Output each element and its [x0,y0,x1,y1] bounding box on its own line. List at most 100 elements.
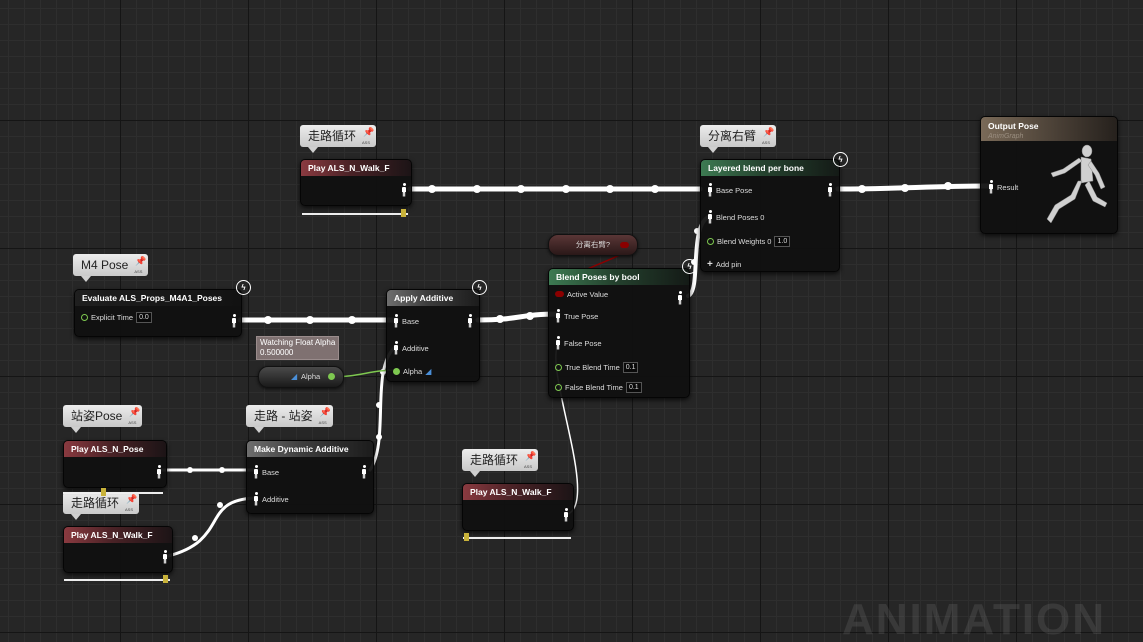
node-title: Play ALS_N_Walk_F [463,484,573,500]
node-title: Output Pose AnimGraph [981,117,1117,141]
pin-label: True Pose [564,311,599,321]
node-title: Layered blend per bone [701,160,839,176]
pushpin-icon[interactable]: 📌 [125,494,137,515]
pushpin-icon[interactable]: 📌 [319,407,331,428]
blend-weights-0-value[interactable]: 1.0 [774,235,791,247]
node-layered-blend[interactable]: Layered blend per bone Base Pose Blend P… [700,159,840,272]
binding-icon: ◢ [291,372,298,381]
comment-m4-pose[interactable]: M4 Pose 📌 [73,254,149,282]
base-pose-pin[interactable]: Base Pose [707,183,752,197]
var-label: 分离右臂? [575,240,611,249]
slider-thumb[interactable] [464,533,470,541]
add-pin-button[interactable]: + Add pin [707,257,741,271]
mannequin-icon [707,210,713,224]
node-evaluate[interactable]: Evaluate ALS_Props_M4A1_Poses Explicit T… [74,289,242,337]
comment-walk-top[interactable]: 走路循环 📌 [300,125,377,153]
base-pin[interactable]: Base [253,465,279,479]
bool-pin-icon[interactable] [620,242,629,248]
var-split-arm[interactable]: 分离右臂? [548,234,638,256]
blend-poses-0-pin[interactable]: Blend Poses 0 [707,210,764,224]
result-pin[interactable]: Result [988,180,1018,194]
watch-value: 0.500000 [260,348,294,357]
wire-walkleft-to-makedyn [166,496,257,558]
node-play-walk-left[interactable]: Play ALS_N_Walk_F [63,526,173,573]
blend-weights-0-pin[interactable]: Blend Weights 0 1.0 [707,234,791,248]
pin-label: Additive [262,494,289,504]
true-pose-pin[interactable]: True Pose [555,309,598,323]
comment-text: 走路循环 [470,453,519,467]
pin-label: Result [997,182,1019,192]
true-blend-time-pin[interactable]: True Blend Time 0.1 [555,360,639,374]
slider-thumb[interactable] [400,209,406,217]
comment-walk-stand[interactable]: 走路 - 站姿 📌 [246,405,333,433]
node-title: Play ALS_N_Pose [64,441,166,457]
false-pose-pin[interactable]: False Pose [555,336,602,350]
comment-text: 分离右臂 [708,129,757,143]
additive-pin[interactable]: Additive [393,341,429,355]
slider-thumb[interactable] [101,488,106,496]
pushpin-icon[interactable]: 📌 [134,256,146,277]
var-alpha[interactable]: ◢ Alpha [258,366,344,388]
float-pin-icon[interactable] [328,373,335,380]
output-pose-pin[interactable] [156,465,162,479]
node-play-walk-mid[interactable]: Play ALS_N_Walk_F [462,483,574,531]
mannequin-icon [253,492,259,506]
base-pin[interactable]: Base [393,314,419,328]
pin-label: Base Pose [716,185,753,195]
mannequin-icon [162,550,168,564]
output-pose-pin[interactable] [231,314,237,328]
lightning-icon: ϟ [472,280,487,295]
comment-stand-pose[interactable]: 站姿Pose 📌 [63,405,143,433]
node-title: Apply Additive [387,290,479,306]
comment-text: M4 Pose [81,258,129,272]
node-play-n-pose[interactable]: Play ALS_N_Pose [63,440,167,488]
output-pose-pin[interactable] [162,550,168,564]
false-blend-time-pin[interactable]: False Blend Time 0.1 [555,380,642,394]
alpha-pin[interactable]: Alpha ◢ [393,364,431,378]
false-blend-time-value[interactable]: 0.1 [625,381,642,393]
play-walk-top-slider[interactable] [302,209,408,217]
active-value-pin[interactable]: Active Value [555,287,608,301]
wire-layered-to-output [835,183,991,192]
binding-icon: ◢ [425,366,432,376]
float-pin-icon [393,367,400,375]
explicit-time-pin[interactable]: Explicit Time 0.0 [81,310,152,324]
output-pose-pin[interactable] [467,314,473,328]
lightning-icon: ϟ [682,259,697,274]
pushpin-icon[interactable]: 📌 [762,127,774,148]
mannequin-icon [393,341,399,355]
pin-label: Additive [402,343,429,353]
node-title: Blend Poses by bool [549,269,689,285]
node-blend-poses-bool[interactable]: Blend Poses by bool Active Value True Po… [548,268,690,398]
pushpin-icon[interactable]: 📌 [524,451,536,472]
node-title: Evaluate ALS_Props_M4A1_Poses [75,290,241,306]
play-walk-left-slider[interactable] [64,575,170,583]
pushpin-icon[interactable]: 📌 [362,127,374,148]
explicit-time-value[interactable]: 0.0 [136,311,152,323]
comment-split-arm[interactable]: 分离右臂 📌 [700,125,777,153]
node-make-dynamic-additive[interactable]: Make Dynamic Additive Base Additive [246,440,374,514]
output-pose-pin[interactable] [563,508,569,522]
play-n-pose-slider[interactable] [63,488,163,496]
float-pin-icon [555,383,562,391]
slider-thumb[interactable] [162,575,168,583]
pushpin-icon[interactable]: 📌 [128,407,140,428]
node-apply-additive[interactable]: Apply Additive Base Additive Alpha ◢ [386,289,480,382]
output-pose-title: Output Pose [988,121,1039,131]
pin-label: False Blend Time [565,382,623,392]
output-pose-pin[interactable] [361,465,367,479]
comment-walk-mid[interactable]: 走路循环 📌 [462,449,539,477]
node-play-walk-top[interactable]: Play ALS_N_Walk_F [300,159,412,206]
output-pose-pin[interactable] [401,183,407,197]
additive-pin[interactable]: Additive [253,492,289,506]
output-pose-pin[interactable] [677,291,683,305]
comment-text: 站姿Pose [71,409,123,423]
pin-label: Base [402,316,420,326]
comment-walk-left[interactable]: 走路循环 📌 [63,492,140,520]
true-blend-time-value[interactable]: 0.1 [622,361,639,373]
output-pose-pin[interactable] [827,183,833,197]
mannequin-icon [677,291,683,305]
output-pose-subtitle: AnimGraph [988,133,1024,140]
play-walk-mid-slider[interactable] [463,533,571,541]
node-output-pose[interactable]: Output Pose AnimGraph Result [980,116,1118,234]
